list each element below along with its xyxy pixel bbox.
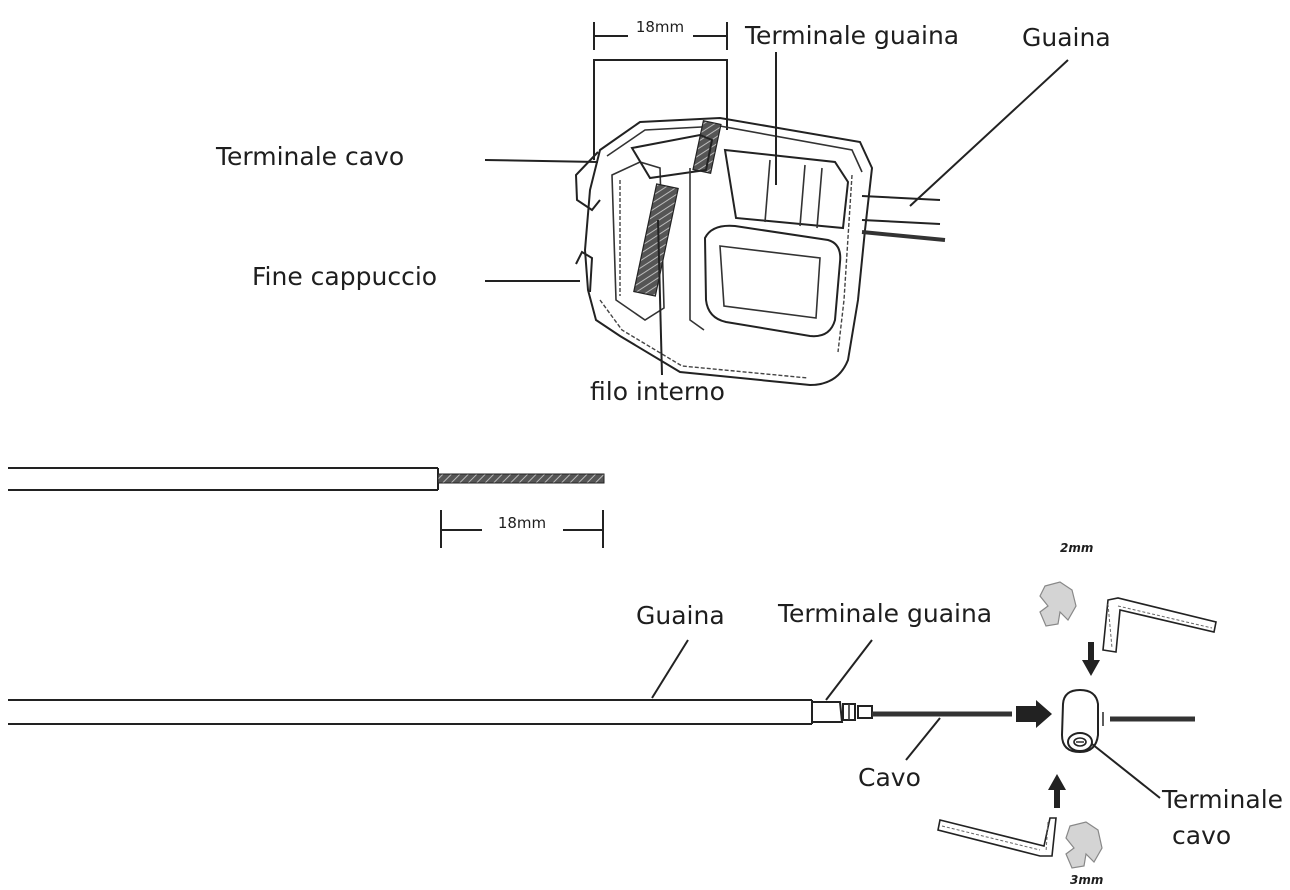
bottom-guaina-label: Guaina [636, 601, 725, 630]
fine-cappuccio-label: Fine cappuccio [252, 262, 437, 291]
arrow-right-icon [1016, 700, 1052, 728]
bottom-terminale-cavo-label-line1: Terminale [1161, 785, 1283, 814]
bottom-terminale-guaina-label: Terminale guaina [777, 599, 992, 628]
sheath-ferrule [811, 701, 844, 723]
dimension-bracket [593, 59, 728, 160]
wrench-3mm-label: 3mm [1070, 873, 1103, 887]
mid-dimension: 18mm [440, 510, 604, 548]
hex-key-2mm [1102, 597, 1217, 653]
top-terminale-guaina-label: Terminale guaina [744, 21, 959, 50]
cavo-label: Cavo [858, 763, 921, 792]
top-sheath [861, 195, 946, 242]
bottom-terminale-cavo-label-line2: cavo [1172, 821, 1231, 850]
wrench-3mm-icon: 3mm [1065, 821, 1103, 887]
stripped-sheath [8, 467, 605, 491]
wrench-2mm-label: 2mm [1060, 541, 1093, 555]
top-terminale-cavo-label: Terminale cavo [215, 142, 404, 171]
arrow-up-icon [1048, 774, 1066, 808]
mid-dim-label: 18mm [498, 514, 546, 532]
terminal-cap-body [574, 116, 874, 387]
top-dimension: 18mm [593, 18, 728, 50]
hex-key-3mm [937, 817, 1057, 857]
arrow-down-icon [1082, 642, 1100, 676]
filo-interno-label: filo interno [590, 377, 725, 406]
top-dim-label: 18mm [636, 18, 684, 36]
top-guaina-label: Guaina [1022, 23, 1111, 52]
bottom-labels: Guaina Terminale guaina Cavo Terminale c… [636, 599, 1283, 850]
exposed-wire [437, 473, 605, 484]
assembled-sheath [8, 699, 1012, 725]
cable-terminal-barrel [1060, 688, 1195, 754]
wrench-2mm-icon: 2mm [1039, 541, 1093, 627]
top-labels: Terminale guaina Guaina Terminale cavo F… [215, 21, 1111, 406]
